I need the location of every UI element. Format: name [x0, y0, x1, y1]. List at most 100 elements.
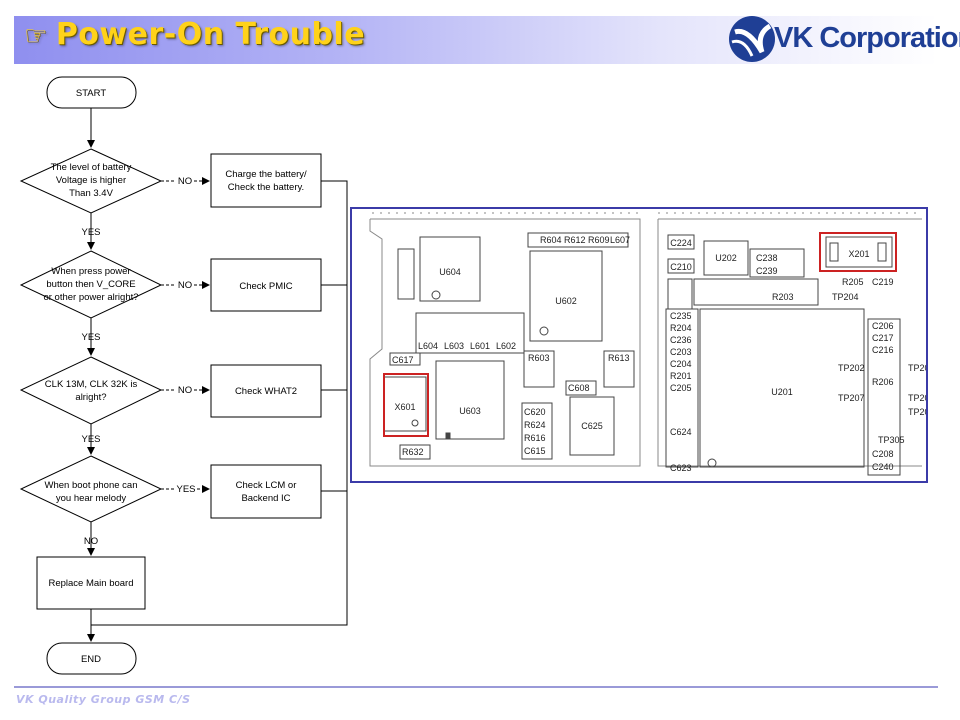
- end-label: END: [81, 654, 101, 665]
- pcb-c608: C608: [568, 383, 590, 393]
- pcb-c205: C205: [670, 383, 692, 393]
- pcb-l603: L603: [444, 341, 464, 351]
- d2-line2: button then V_CORE: [46, 279, 135, 290]
- a3-label: Check WHAT2: [235, 386, 297, 397]
- pcb-r205: R205: [842, 277, 864, 287]
- pcb-tp305: TP305: [878, 435, 905, 445]
- x601-highlight: [383, 373, 429, 437]
- u201-label: U201: [771, 387, 793, 397]
- pcb-tp20a: TP20: [908, 363, 926, 373]
- d3-line1: CLK 13M, CLK 32K is: [45, 379, 138, 390]
- pcb-tp207: TP207: [838, 393, 865, 403]
- d1-line3: Than 3.4V: [69, 188, 113, 199]
- d2-line1: When press power: [51, 266, 130, 277]
- pcb-c240: C240: [872, 462, 894, 472]
- yes-label-3: YES: [81, 434, 100, 445]
- pcb-c219: C219: [872, 277, 894, 287]
- pcb-r604: R604: [540, 235, 562, 245]
- x201-highlight: [819, 232, 897, 272]
- pcb-r204: R204: [670, 323, 692, 333]
- a4-line1: Check LCM or: [236, 480, 297, 491]
- pcb-l601: L601: [470, 341, 490, 351]
- a2-label: Check PMIC: [239, 281, 292, 292]
- c224-label: C224: [670, 238, 692, 248]
- pcb-tp20c: TP20: [908, 407, 926, 417]
- replace-label: Replace Main board: [48, 578, 133, 589]
- yes-label-4: YES: [176, 484, 195, 495]
- end-node: [46, 642, 137, 675]
- yes-label-1: YES: [81, 227, 100, 238]
- u602-label: U602: [555, 296, 577, 306]
- action-what2: [210, 364, 322, 418]
- pcb-c239: C239: [756, 266, 778, 276]
- pcb-c235: C235: [670, 311, 692, 321]
- c625-label: C625: [581, 421, 603, 431]
- pcb-r201: R201: [670, 371, 692, 381]
- a1-line2: Check the battery.: [228, 182, 304, 193]
- pcb-r203: R203: [772, 292, 794, 302]
- footer-divider: [14, 686, 938, 688]
- a4-line2: Backend IC: [241, 493, 290, 504]
- pcb-c624: C624: [670, 427, 692, 437]
- pcb-r603: R603: [528, 353, 550, 363]
- pcb-l607: L607: [610, 235, 630, 245]
- pcb-r624: R624: [524, 420, 546, 430]
- pcb-r206: R206: [872, 377, 894, 387]
- x201-label: X201: [848, 249, 869, 259]
- d3-line2: alright?: [75, 392, 106, 403]
- pcb-tp204: TP204: [832, 292, 859, 302]
- pcb-c617: C617: [392, 355, 414, 365]
- action-pmic: [210, 258, 322, 312]
- u604-label: U604: [439, 267, 461, 277]
- d4-line1: When boot phone can: [45, 480, 138, 491]
- pcb-c216: C216: [872, 345, 894, 355]
- title-bar: [14, 16, 938, 64]
- yes-label-2: YES: [81, 332, 100, 343]
- pcb-r609: R609: [588, 235, 610, 245]
- action-lcm: [210, 464, 322, 519]
- d1-line1: The level of battery: [51, 162, 132, 173]
- pcb-c206: C206: [872, 321, 894, 331]
- vk-swoosh-logo-icon: [729, 16, 775, 62]
- pcb-c217: C217: [872, 333, 894, 343]
- no-label-4: NO: [84, 536, 98, 547]
- no-label-3: NO: [178, 385, 192, 396]
- d1-line2: Voltage is higher: [56, 175, 126, 186]
- x601-label: X601: [394, 402, 415, 412]
- pcb-c238: C238: [756, 253, 778, 263]
- a1-line1: Charge the battery/: [225, 169, 307, 180]
- pcb-r616: R616: [524, 433, 546, 443]
- u202-label: U202: [715, 253, 737, 263]
- replace-board-box: [36, 556, 146, 610]
- pcb-r632: R632: [402, 447, 424, 457]
- pcb-c204: C204: [670, 359, 692, 369]
- decision-clock: [19, 356, 163, 425]
- page-title-text: Power-On Trouble: [55, 17, 366, 52]
- pcb-r612: R612: [564, 235, 586, 245]
- pcb-tp20b: TP20: [908, 393, 926, 403]
- company-logo-text: VK Corporation: [774, 22, 960, 54]
- d4-line2: you hear melody: [56, 493, 126, 504]
- pcb-c236: C236: [670, 335, 692, 345]
- pcb-c203: C203: [670, 347, 692, 357]
- u603-label: U603: [459, 406, 481, 416]
- footer-text: VK Quality Group GSM C/S: [16, 693, 191, 706]
- d2-line3: or other power alright?: [43, 292, 138, 303]
- pointing-hand-icon: ☞: [24, 21, 48, 51]
- pcb-drawing: U604 U602 U603 C625 X601 U202 U201 X201 …: [369, 212, 926, 476]
- start-label: START: [76, 88, 106, 99]
- action-charge: [210, 153, 322, 208]
- flowchart: START END The level of battery Voltage i…: [19, 76, 348, 675]
- pcb-c615: C615: [524, 446, 546, 456]
- pcb-l602: L602: [496, 341, 516, 351]
- pcb-c623: C623: [670, 463, 692, 473]
- pcb-layout-image: U604 U602 U603 C625 X601 U202 U201 X201 …: [350, 207, 928, 483]
- no-label-1: NO: [178, 176, 192, 187]
- pcb-c620: C620: [524, 407, 546, 417]
- pcb-r613: R613: [608, 353, 630, 363]
- pcb-l604: L604: [418, 341, 438, 351]
- pcb-c208: C208: [872, 449, 894, 459]
- c210-label: C210: [670, 262, 692, 272]
- pcb-tp202: TP202: [838, 363, 865, 373]
- no-label-2: NO: [178, 280, 192, 291]
